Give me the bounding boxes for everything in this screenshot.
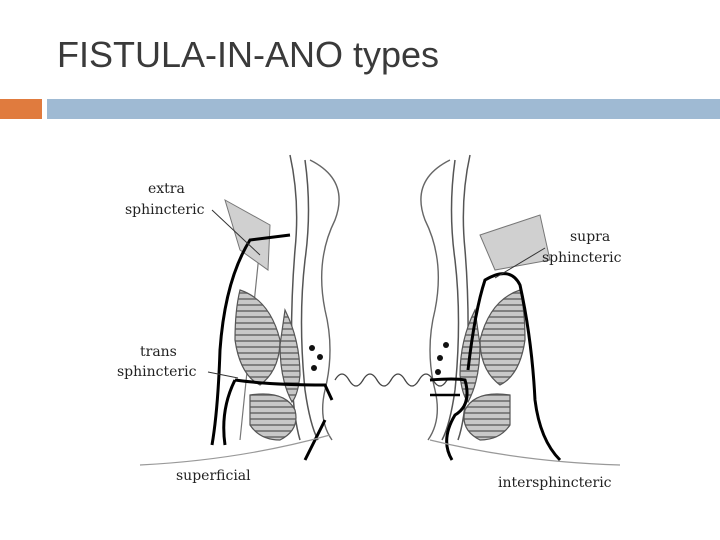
intersphincteric-track (429, 377, 469, 461)
label-supra: supra (570, 229, 610, 245)
right-levator-wedge (479, 214, 551, 271)
supra-sphincteric-track (466, 272, 562, 462)
left-levator-outline-2 (300, 159, 319, 441)
left-internal-sphincter (279, 308, 301, 404)
left-external-sphincter-lower (249, 393, 297, 441)
anal-lumen-wave (334, 373, 448, 387)
accent-bar-orange (0, 99, 42, 119)
slide-title: FISTULA-IN-ANO types (57, 34, 440, 75)
leader-extra (211, 209, 261, 256)
accent-bar-blue (47, 99, 720, 119)
label-supra-sphincteric: sphincteric (542, 250, 622, 266)
extra-sphincteric-track (210, 233, 291, 446)
trans-sphincteric-track-lower (222, 379, 237, 446)
left-levator-wedge (224, 198, 271, 271)
leader-supra (494, 247, 546, 279)
perineum-skin-right (429, 439, 621, 466)
left-external-sphincter-upper (234, 289, 281, 386)
left-mucosa-fold (309, 159, 340, 441)
right-levator-outline-2 (441, 159, 460, 441)
gland-dot (435, 369, 441, 375)
label-trans: trans (140, 344, 177, 360)
perineum-skin-left (139, 434, 331, 466)
right-anal-glands (435, 342, 449, 375)
gland-dot (317, 354, 323, 360)
right-mucosa-fold (420, 159, 451, 441)
fistula-diagram: extra sphincteric trans sphincteric supe… (117, 154, 622, 491)
gland-dot (437, 355, 443, 361)
label-extra-sphincteric: sphincteric (125, 202, 205, 218)
right-external-sphincter-upper (479, 289, 526, 386)
gland-dot (309, 345, 315, 351)
gland-dot (443, 342, 449, 348)
leader-trans (207, 371, 239, 379)
trans-sphincteric-track (234, 378, 334, 401)
gland-dot (311, 365, 317, 371)
label-superficial: superficial (176, 468, 251, 484)
left-anal-glands (309, 345, 323, 371)
label-extra: extra (148, 181, 185, 197)
right-external-sphincter-lower (463, 393, 511, 441)
label-trans-sphincteric: sphincteric (117, 364, 197, 380)
superficial-track (303, 419, 327, 461)
label-intersphincteric: intersphincteric (498, 475, 612, 491)
